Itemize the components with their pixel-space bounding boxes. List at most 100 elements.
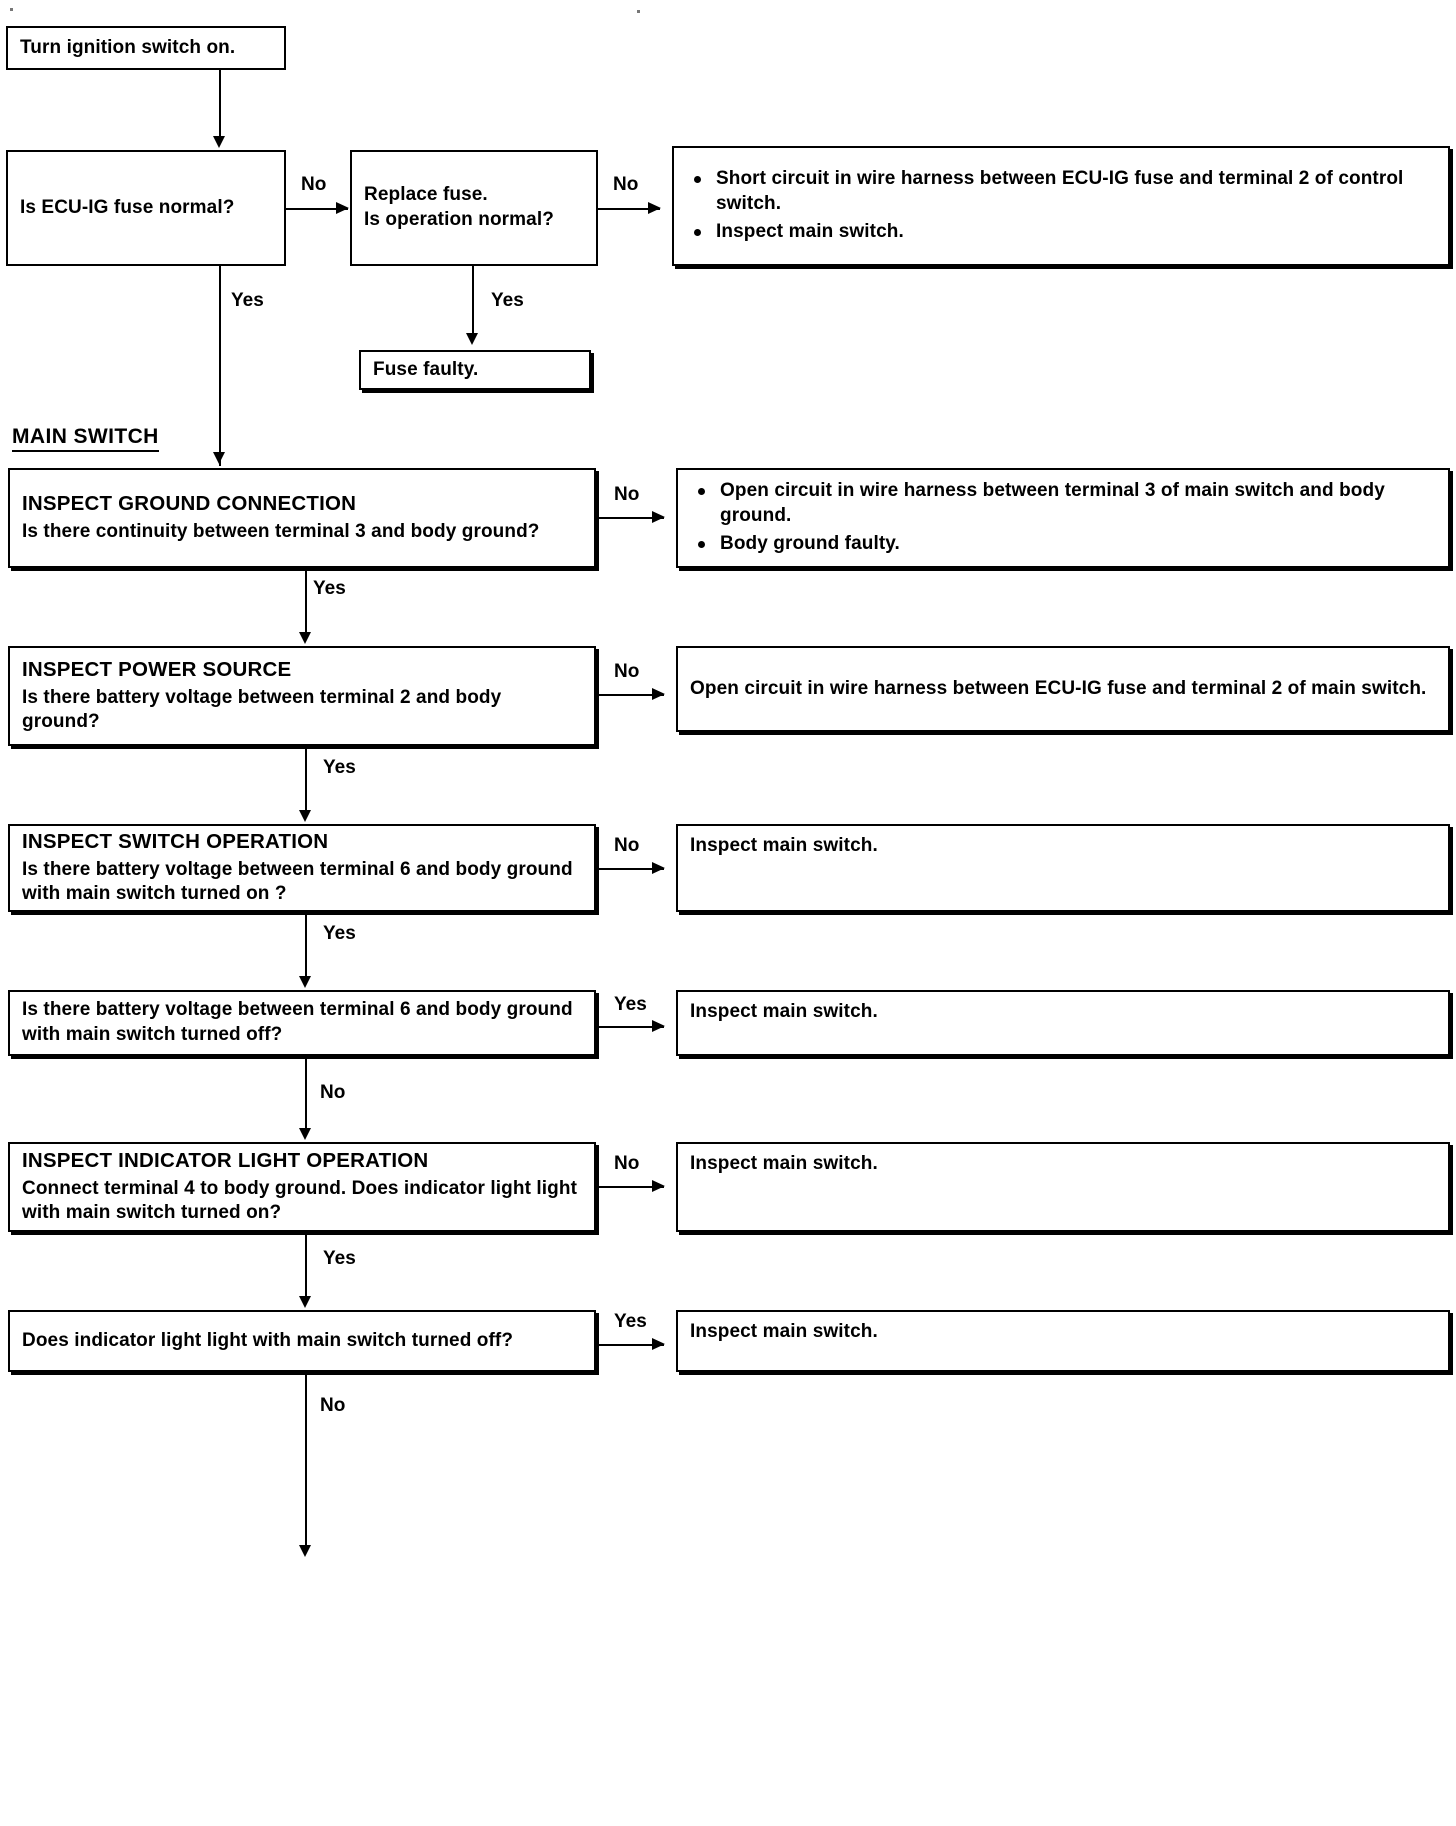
edge-label-replace-no: No <box>613 174 639 195</box>
edge-replace-no <box>598 208 660 210</box>
arrow-ground-yes <box>299 632 311 644</box>
node-inspect-power-title: INSPECT POWER SOURCE <box>22 657 292 681</box>
ground-result-bullet-list: Open circuit in wire harness between ter… <box>690 479 1436 557</box>
edge-label-switchoff-yes: Yes <box>614 994 647 1015</box>
node-inspect-ground: INSPECT GROUND CONNECTION Is there conti… <box>8 468 596 568</box>
node-fuse-faulty: Fuse faulty. <box>359 350 591 390</box>
section-heading-main-switch: MAIN SWITCH <box>12 425 159 452</box>
node-power-result-text: Open circuit in wire harness between ECU… <box>690 677 1427 699</box>
edge-indicatoroff-no <box>305 1372 307 1552</box>
node-ground-result: Open circuit in wire harness between ter… <box>676 468 1450 568</box>
bullet-text: Open circuit in wire harness between ter… <box>720 479 1385 526</box>
list-item: Body ground faulty. <box>690 532 1436 557</box>
arrow-replace-no <box>648 202 661 214</box>
edge-label-power-yes: Yes <box>323 757 356 778</box>
arrow-power-no <box>652 688 665 700</box>
node-indicator-off-check: Does indicator light light with main swi… <box>8 1310 596 1372</box>
arrow-switchoff-yes <box>652 1020 665 1032</box>
edge-switchoff-no <box>305 1056 307 1136</box>
node-start-text: Turn ignition switch on. <box>20 36 236 58</box>
edge-label-indicator-no: No <box>614 1153 640 1174</box>
node-switch-op-result: Inspect main switch. <box>676 824 1450 912</box>
edge-indicator-yes <box>305 1232 307 1304</box>
bullet-dot-icon <box>694 229 701 237</box>
node-inspect-power: INSPECT POWER SOURCE Is there battery vo… <box>8 646 596 746</box>
arrow-switchop-yes <box>299 976 311 988</box>
node-inspect-switch-op-body: Is there battery voltage between termina… <box>22 858 573 905</box>
node-switch-off-result-text: Inspect main switch. <box>690 1001 878 1022</box>
scan-artifact-speck <box>10 8 13 11</box>
node-replace-fuse: Replace fuse. Is operation normal? <box>350 150 598 266</box>
bullet-dot-icon <box>694 175 701 183</box>
node-inspect-switch-op: INSPECT SWITCH OPERATION Is there batter… <box>8 824 596 912</box>
edge-switchoff-yes <box>596 1026 664 1028</box>
edge-label-indicatoroff-no: No <box>320 1395 346 1416</box>
edge-label-switchop-no: No <box>614 835 640 856</box>
node-switch-off-result: Inspect main switch. <box>676 990 1450 1056</box>
bullet-dot-icon <box>698 541 705 549</box>
arrow-indicatoroff-yes <box>652 1338 665 1350</box>
edge-replace-yes <box>472 266 474 340</box>
edge-label-switchop-yes: Yes <box>323 923 356 944</box>
edge-switchop-no <box>596 868 664 870</box>
list-item: Open circuit in wire harness between ter… <box>690 479 1436 528</box>
node-inspect-indicator-body: Connect terminal 4 to body ground. Does … <box>22 1177 577 1224</box>
edge-label-indicator-yes: Yes <box>323 1248 356 1269</box>
node-replace-fuse-line1: Replace fuse. <box>364 184 488 206</box>
edge-label-ground-yes: Yes <box>313 578 346 599</box>
edge-power-yes <box>305 746 307 818</box>
edge-label-fuse-yes: Yes <box>231 290 264 311</box>
bullet-text: Inspect main switch. <box>716 221 904 243</box>
arrow-start-to-fusecheck <box>213 136 225 148</box>
bullet-text: Body ground faulty. <box>720 533 900 555</box>
edge-label-ground-no: No <box>614 484 640 505</box>
arrow-replace-yes <box>466 333 478 345</box>
edge-label-replace-yes: Yes <box>491 290 524 311</box>
list-item: Short circuit in wire harness between EC… <box>686 167 1436 216</box>
node-indicator-off-result-text: Inspect main switch. <box>690 1321 878 1342</box>
node-fuse-faulty-text: Fuse faulty. <box>373 358 479 380</box>
bullet-text: Short circuit in wire harness between EC… <box>716 167 1404 214</box>
edge-label-power-no: No <box>614 661 640 682</box>
node-inspect-switch-op-title: INSPECT SWITCH OPERATION <box>22 830 329 853</box>
edge-ground-no <box>596 517 664 519</box>
node-indicator-result: Inspect main switch. <box>676 1142 1450 1232</box>
node-inspect-indicator: INSPECT INDICATOR LIGHT OPERATION Connec… <box>8 1142 596 1232</box>
node-switch-op-result-text: Inspect main switch. <box>690 835 878 856</box>
arrow-indicator-yes <box>299 1296 311 1308</box>
arrow-fusecheck-no <box>336 202 349 214</box>
edge-label-switchoff-no: No <box>320 1082 346 1103</box>
arrow-switchoff-no <box>299 1128 311 1140</box>
node-inspect-indicator-title: INSPECT INDICATOR LIGHT OPERATION <box>22 1149 429 1172</box>
bullet-dot-icon <box>698 487 705 495</box>
arrow-ground-no <box>652 511 665 523</box>
node-fuse-check: Is ECU-IG fuse normal? <box>6 150 286 266</box>
edge-power-no <box>596 694 664 696</box>
short-circuit-bullet-list: Short circuit in wire harness between EC… <box>686 167 1436 245</box>
scan-artifact-speck <box>637 10 640 13</box>
arrow-indicator-no <box>652 1180 665 1192</box>
edge-label-indicatoroff-yes: Yes <box>614 1311 647 1332</box>
edge-start-to-fusecheck <box>219 70 221 138</box>
node-replace-fuse-line2: Is operation normal? <box>364 209 554 230</box>
arrow-switchop-no <box>652 862 665 874</box>
edge-ground-yes <box>305 568 307 640</box>
node-start: Turn ignition switch on. <box>6 26 286 70</box>
arrow-power-yes <box>299 810 311 822</box>
node-inspect-ground-body: Is there continuity between terminal 3 a… <box>22 520 540 542</box>
edge-label-fuse-no: No <box>301 174 327 195</box>
node-fuse-check-text: Is ECU-IG fuse normal? <box>20 196 235 218</box>
node-power-result: Open circuit in wire harness between ECU… <box>676 646 1450 732</box>
arrow-indicatoroff-no <box>299 1545 311 1557</box>
edge-switchop-yes <box>305 912 307 984</box>
node-indicator-result-text: Inspect main switch. <box>690 1153 878 1174</box>
edge-indicator-no <box>596 1186 664 1188</box>
edge-indicatoroff-yes <box>596 1344 664 1346</box>
node-switch-off-check-body: Is there battery voltage between termina… <box>22 999 573 1045</box>
arrow-fusecheck-yes <box>213 452 225 464</box>
list-item: Inspect main switch. <box>686 220 1436 245</box>
edge-fusecheck-yes <box>219 266 221 466</box>
edge-fusecheck-no <box>286 208 348 210</box>
node-short-circuit-result: Short circuit in wire harness between EC… <box>672 146 1450 266</box>
node-indicator-off-result: Inspect main switch. <box>676 1310 1450 1372</box>
